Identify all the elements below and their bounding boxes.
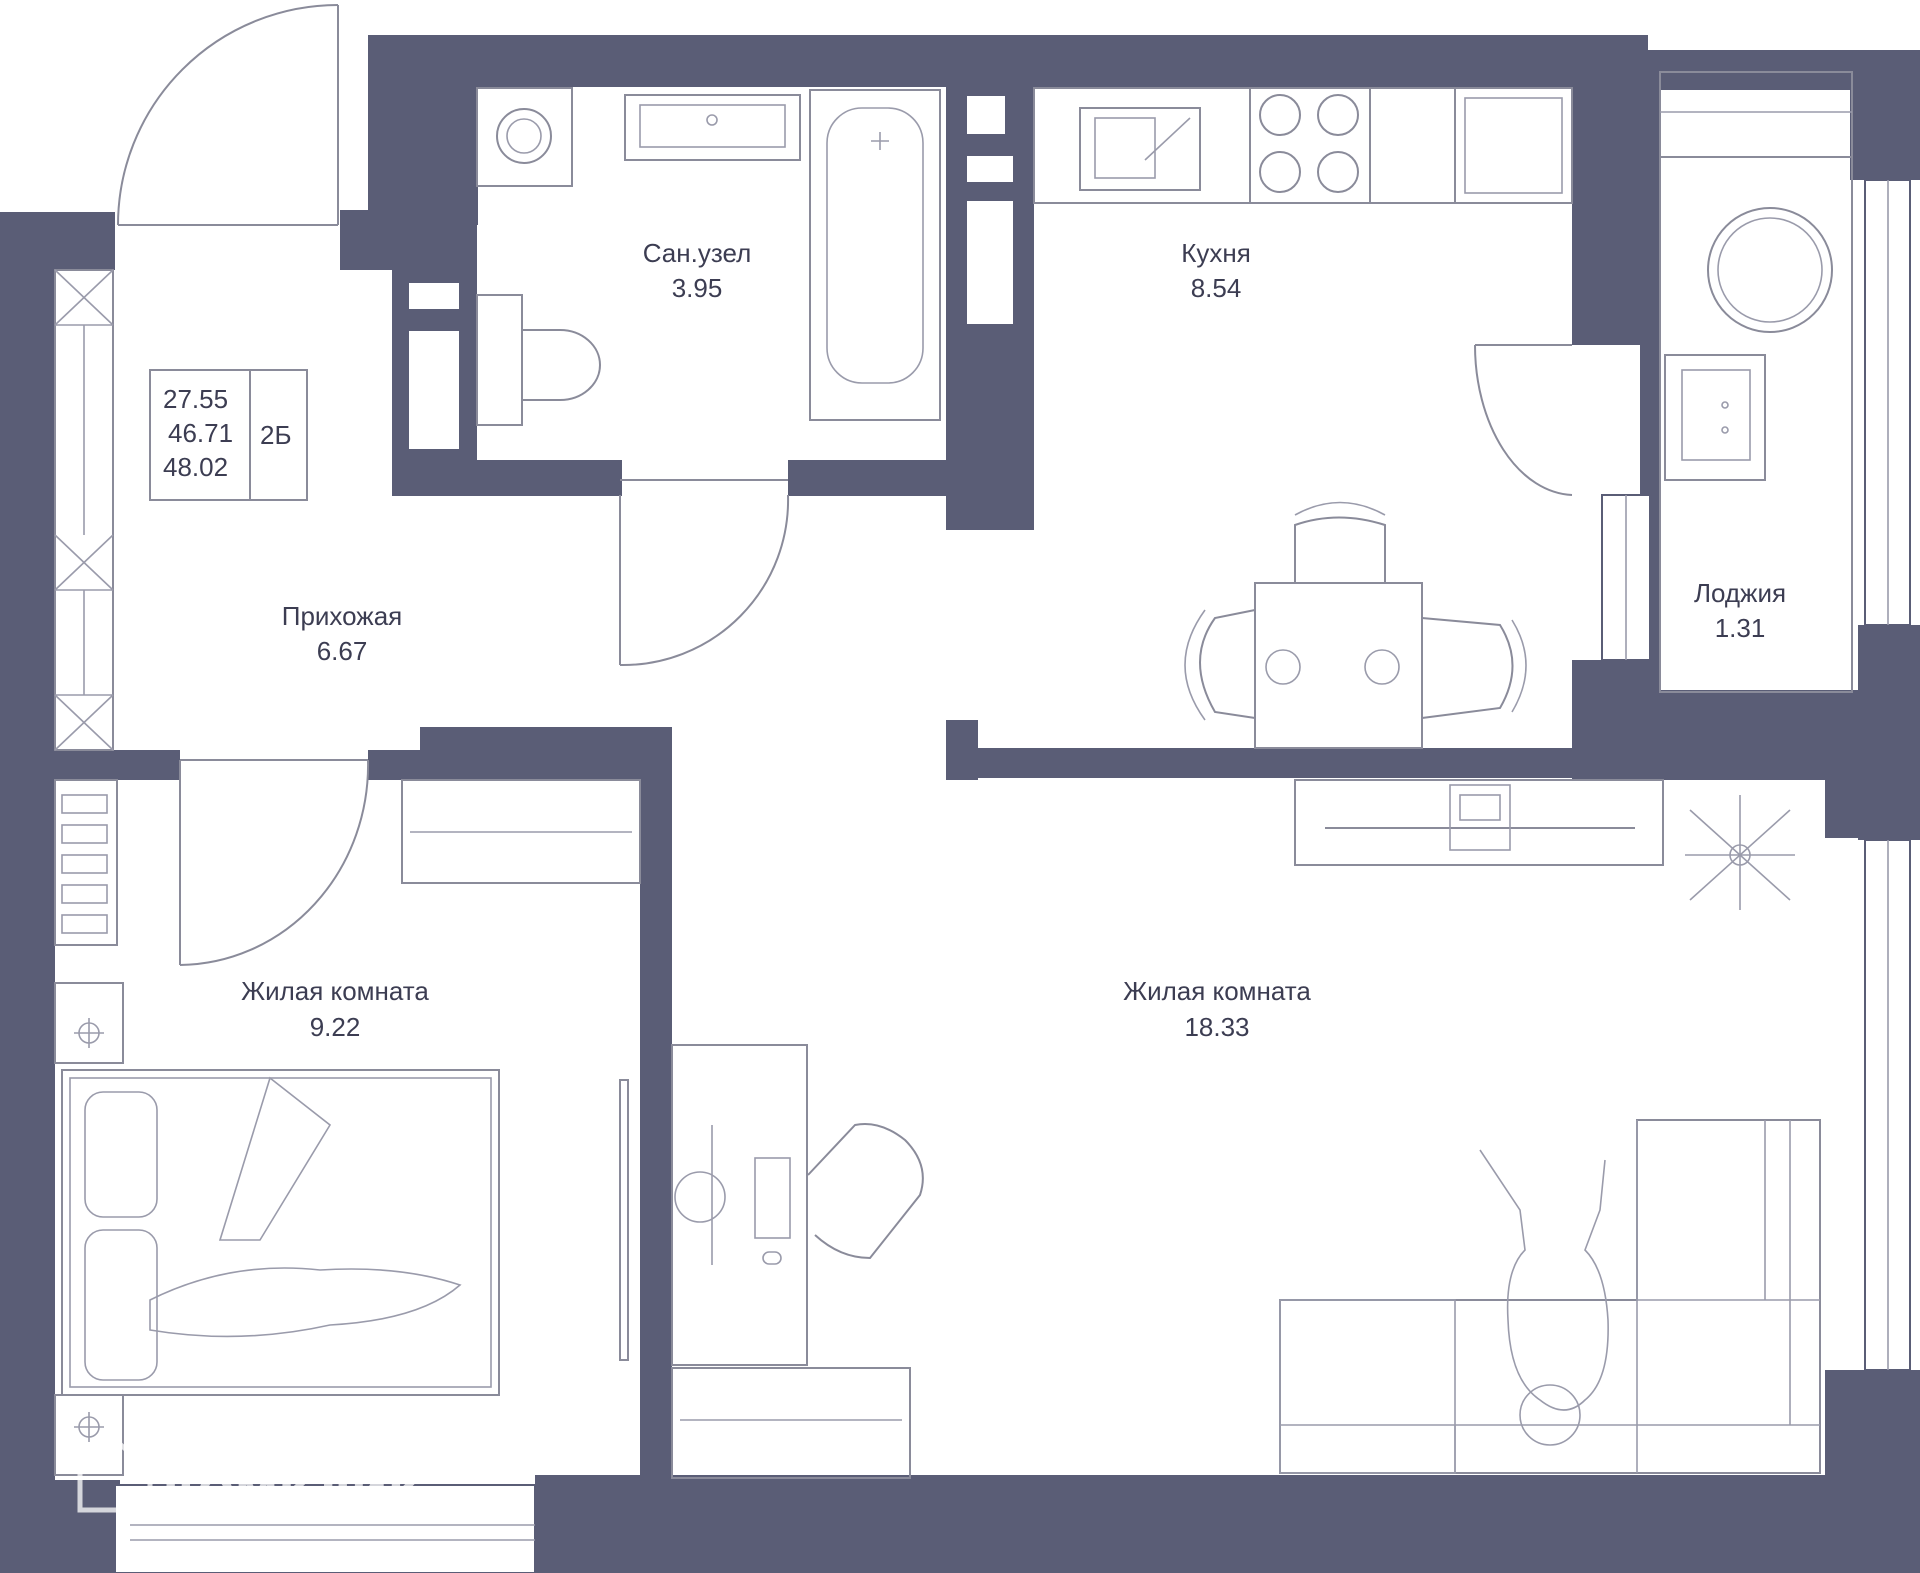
info-total-area: 46.71 <box>168 418 233 448</box>
furniture <box>54 71 1853 1479</box>
room-bedroom-name: Жилая комната <box>241 976 429 1006</box>
room-kitchen-area: 8.54 <box>1191 273 1242 303</box>
room-living-area: 18.33 <box>1184 1012 1249 1042</box>
watermark: ДОМКЛИК <box>77 1436 424 1519</box>
walls <box>0 35 1920 1573</box>
room-loggia-name: Лоджия <box>1694 578 1786 608</box>
info-unit-type: 2Б <box>260 420 292 450</box>
room-hallway-area: 6.67 <box>317 636 368 666</box>
watermark-text: ДОМКЛИК <box>158 1468 424 1519</box>
watermark-house-icon <box>77 1436 153 1513</box>
info-total-with-loggia: 48.02 <box>163 452 228 482</box>
room-bathroom-area: 3.95 <box>672 273 723 303</box>
info-living-area: 27.55 <box>163 384 228 414</box>
info-box: 27.55 46.71 48.02 2Б <box>149 369 308 501</box>
room-bedroom-area: 9.22 <box>310 1012 361 1042</box>
room-kitchen-name: Кухня <box>1181 238 1251 268</box>
room-hallway-name: Прихожая <box>282 601 402 631</box>
room-loggia-area: 1.31 <box>1715 613 1766 643</box>
windows <box>114 179 1911 1573</box>
room-labels: Сан.узел 3.95 Кухня 8.54 Прихожая 6.67 Л… <box>241 238 1786 1042</box>
room-living-name: Жилая комната <box>1123 976 1311 1006</box>
room-bathroom-name: Сан.узел <box>643 238 752 268</box>
doors <box>117 4 1573 966</box>
